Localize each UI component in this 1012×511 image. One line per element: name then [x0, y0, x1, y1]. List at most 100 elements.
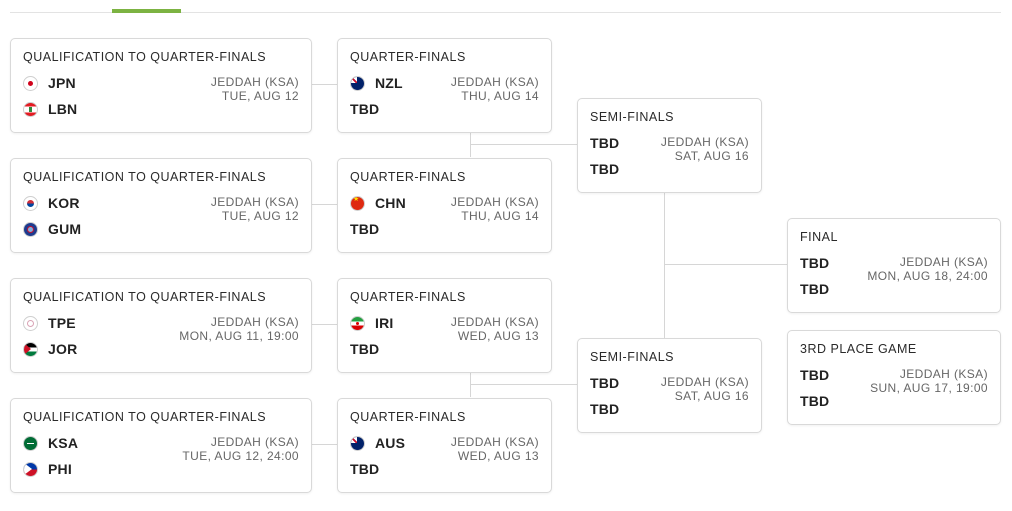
team-code: IRI — [375, 315, 394, 331]
venue: JEDDAH (KSA) — [450, 75, 539, 89]
match-meta: JEDDAH (KSA) SUN, AUG 17, 19:00 — [870, 367, 988, 395]
team-row: TBD — [800, 391, 829, 411]
tab-bar-divider — [10, 12, 1001, 13]
match-card-quarter-final-2[interactable]: QUARTER-FINALS CHN TBD JEDDAH (KSA) THU,… — [337, 158, 552, 253]
match-card-qualification-3[interactable]: QUALIFICATION TO QUARTER-FINALS TPE JOR … — [10, 278, 312, 373]
match-meta: JEDDAH (KSA) SAT, AUG 16 — [661, 135, 749, 163]
new-zealand-flag-icon — [350, 75, 365, 91]
team-code-tbd: TBD — [590, 135, 620, 151]
team-row: LBN — [23, 99, 77, 119]
team-code-tbd: TBD — [590, 161, 620, 177]
match-date: SAT, AUG 16 — [674, 149, 749, 163]
match-meta: JEDDAH (KSA) WED, AUG 13 — [451, 315, 539, 343]
japan-flag-icon — [23, 75, 38, 91]
match-card-final[interactable]: FINAL TBD TBD JEDDAH (KSA) MON, AUG 18, … — [787, 218, 1001, 313]
match-card-qualification-1[interactable]: QUALIFICATION TO QUARTER-FINALS JPN LBN … — [10, 38, 312, 133]
team-row: CHN — [350, 193, 406, 213]
china-flag-icon — [350, 195, 365, 211]
team-row: IRI — [350, 313, 394, 333]
venue: JEDDAH (KSA) — [660, 135, 749, 149]
team-code-tbd: TBD — [350, 221, 380, 237]
team-code: CHN — [375, 195, 406, 211]
match-date: TUE, AUG 12, 24:00 — [182, 449, 299, 463]
round-title: QUALIFICATION TO QUARTER-FINALS — [23, 410, 267, 424]
match-date: SAT, AUG 16 — [674, 389, 749, 403]
match-meta: JEDDAH (KSA) THU, AUG 14 — [451, 75, 539, 103]
team-row: JOR — [23, 339, 77, 359]
team-row: KOR — [23, 193, 80, 213]
connector-qual4-qf4 — [311, 444, 337, 445]
match-card-quarter-final-1[interactable]: QUARTER-FINALS NZL TBD JEDDAH (KSA) THU,… — [337, 38, 552, 133]
korea-flag-icon — [23, 195, 38, 211]
round-title: QUALIFICATION TO QUARTER-FINALS — [23, 290, 267, 304]
venue: JEDDAH (KSA) — [450, 195, 539, 209]
team-row: KSA — [23, 433, 78, 453]
round-title: SEMI-FINALS — [590, 110, 674, 124]
team-code-tbd: TBD — [350, 461, 380, 477]
team-row: TBD — [350, 339, 379, 359]
round-title: QUARTER-FINALS — [350, 50, 466, 64]
match-date: TUE, AUG 12 — [221, 209, 299, 223]
match-date: WED, AUG 13 — [457, 329, 539, 343]
match-meta: JEDDAH (KSA) TUE, AUG 12, 24:00 — [182, 435, 299, 463]
team-row: TPE — [23, 313, 76, 333]
team-code: KOR — [48, 195, 80, 211]
venue: JEDDAH (KSA) — [450, 435, 539, 449]
team-code: LBN — [48, 101, 78, 117]
team-code-tbd: TBD — [350, 341, 380, 357]
team-code-tbd: TBD — [350, 101, 380, 117]
team-row: JPN — [23, 73, 76, 93]
venue: JEDDAH (KSA) — [899, 367, 988, 381]
connector-semis-to-final — [664, 264, 787, 265]
iran-flag-icon — [350, 315, 365, 331]
connector-qf-bottom-to-semi2 — [470, 384, 577, 385]
venue: JEDDAH (KSA) — [899, 255, 988, 269]
match-card-semi-final-1[interactable]: SEMI-FINALS TBD TBD JEDDAH (KSA) SAT, AU… — [577, 98, 762, 193]
philippines-flag-icon — [23, 461, 38, 477]
team-code: AUS — [375, 435, 406, 451]
match-date: TUE, AUG 12 — [221, 89, 299, 103]
venue: JEDDAH (KSA) — [210, 435, 299, 449]
match-meta: JEDDAH (KSA) THU, AUG 14 — [451, 195, 539, 223]
team-row: TBD — [590, 399, 619, 419]
match-meta: JEDDAH (KSA) WED, AUG 13 — [451, 435, 539, 463]
team-code: KSA — [48, 435, 79, 451]
saudi-arabia-flag-icon — [23, 435, 38, 451]
team-row: NZL — [350, 73, 403, 93]
team-row: TBD — [590, 373, 619, 393]
round-title: 3RD PLACE GAME — [800, 342, 917, 356]
team-code-tbd: TBD — [590, 401, 620, 417]
venue: JEDDAH (KSA) — [660, 375, 749, 389]
match-date: THU, AUG 14 — [461, 209, 539, 223]
team-row: AUS — [350, 433, 405, 453]
chinese-taipei-flag-icon — [23, 315, 38, 331]
match-card-qualification-2[interactable]: QUALIFICATION TO QUARTER-FINALS KOR GUM … — [10, 158, 312, 253]
team-code: PHI — [48, 461, 72, 477]
match-card-third-place[interactable]: 3RD PLACE GAME TBD TBD JEDDAH (KSA) SUN,… — [787, 330, 1001, 425]
match-date: MON, AUG 11, 19:00 — [179, 329, 299, 343]
team-code-tbd: TBD — [800, 367, 830, 383]
team-code-tbd: TBD — [590, 375, 620, 391]
connector-qf-top-to-semi1 — [470, 144, 577, 145]
match-meta: JEDDAH (KSA) MON, AUG 11, 19:00 — [179, 315, 299, 343]
round-title: QUARTER-FINALS — [350, 290, 466, 304]
match-card-quarter-final-3[interactable]: QUARTER-FINALS IRI TBD JEDDAH (KSA) WED,… — [337, 278, 552, 373]
team-row: TBD — [350, 99, 379, 119]
match-card-quarter-final-4[interactable]: QUARTER-FINALS AUS TBD JEDDAH (KSA) WED,… — [337, 398, 552, 493]
match-meta: JEDDAH (KSA) MON, AUG 18, 24:00 — [867, 255, 988, 283]
match-card-semi-final-2[interactable]: SEMI-FINALS TBD TBD JEDDAH (KSA) SAT, AU… — [577, 338, 762, 433]
match-date: THU, AUG 14 — [461, 89, 539, 103]
jordan-flag-icon — [23, 341, 38, 357]
team-row: TBD — [590, 133, 619, 153]
team-code-tbd: TBD — [800, 255, 830, 271]
round-title: FINAL — [800, 230, 838, 244]
active-tab-indicator — [112, 9, 181, 13]
match-meta: JEDDAH (KSA) TUE, AUG 12 — [211, 195, 299, 223]
match-card-qualification-4[interactable]: QUALIFICATION TO QUARTER-FINALS KSA PHI … — [10, 398, 312, 493]
match-meta: JEDDAH (KSA) SAT, AUG 16 — [661, 375, 749, 403]
connector-qual3-qf3 — [311, 324, 337, 325]
match-date: SUN, AUG 17, 19:00 — [870, 381, 988, 395]
team-code: JPN — [48, 75, 76, 91]
match-date: MON, AUG 18, 24:00 — [867, 269, 988, 283]
team-row: TBD — [350, 219, 379, 239]
